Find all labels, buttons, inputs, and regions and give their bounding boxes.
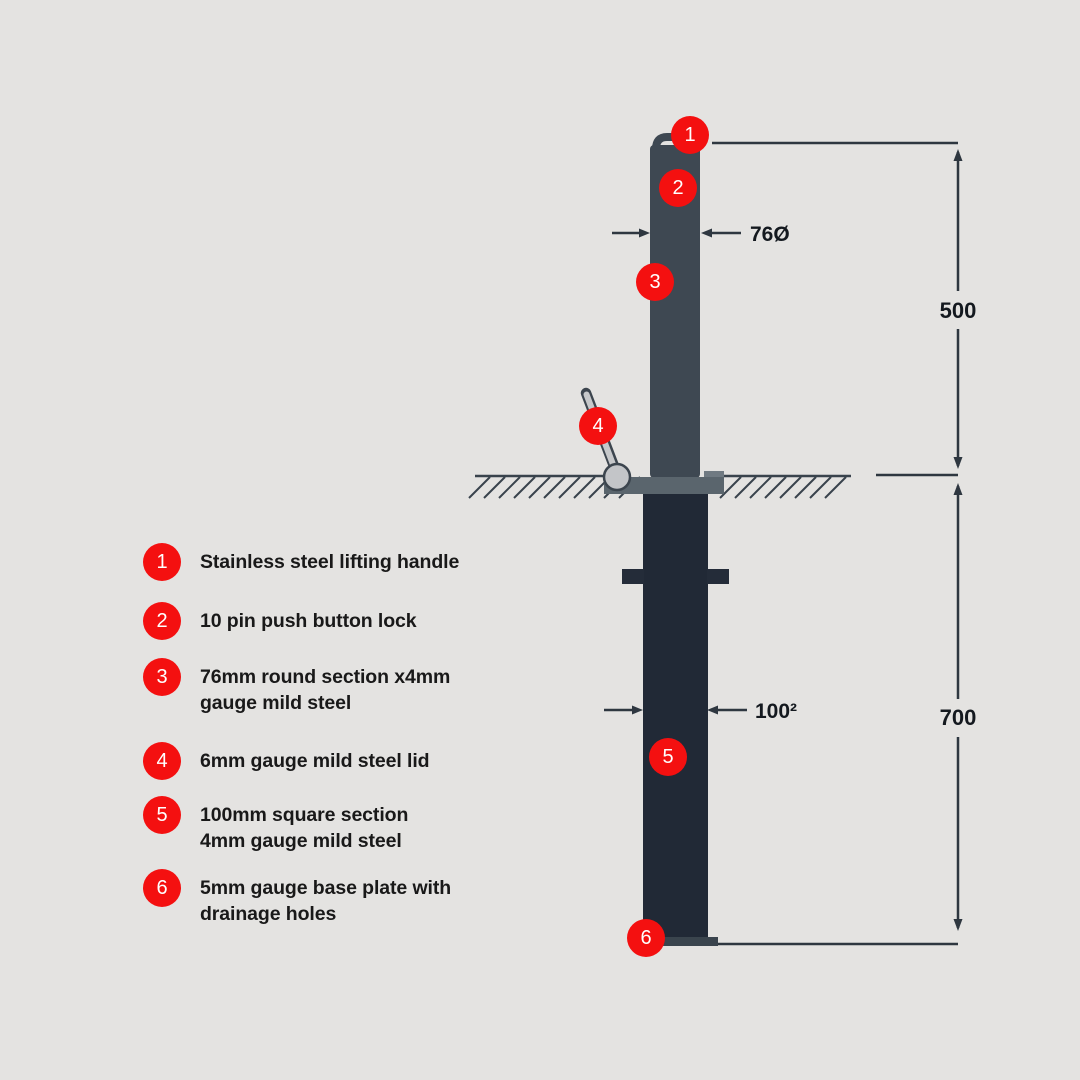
dim-700-label: 700 bbox=[940, 705, 977, 730]
side-lug-right bbox=[707, 569, 729, 584]
dim-500-arrowhead-up bbox=[953, 149, 963, 161]
legend-item-2: 2 10 pin push button lock bbox=[143, 602, 417, 640]
side-lug-left bbox=[622, 569, 644, 584]
legend-3-badge: 3 bbox=[143, 658, 181, 696]
legend-6-badge: 6 bbox=[143, 869, 181, 907]
legend-2-badge: 2 bbox=[143, 602, 181, 640]
dim-76-label: 76Ø bbox=[750, 223, 790, 246]
legend-item-6: 6 5mm gauge base plate with drainage hol… bbox=[143, 869, 451, 927]
callout-5-badge: 5 bbox=[649, 738, 687, 776]
callout-6-badge: 6 bbox=[627, 919, 665, 957]
dim-700-arrowhead-down bbox=[953, 919, 963, 931]
ground-hatch-right bbox=[719, 476, 847, 499]
lever-pivot bbox=[602, 462, 632, 492]
callout-3-badge: 3 bbox=[636, 263, 674, 301]
callout-2-badge: 2 bbox=[659, 169, 697, 207]
callout-1-badge: 1 bbox=[671, 116, 709, 154]
legend-item-5: 5 100mm square section 4mm gauge mild st… bbox=[143, 796, 408, 854]
bollard-upper-post bbox=[650, 145, 700, 478]
legend-3-label: 76mm round section x4mm gauge mild steel bbox=[200, 666, 451, 714]
dim-100-arrowhead-left bbox=[707, 705, 718, 715]
base-plate bbox=[630, 937, 718, 946]
dim-700-arrowhead-up bbox=[953, 483, 963, 495]
dim-500-label: 500 bbox=[940, 298, 977, 323]
legend-item-4: 4 6mm gauge mild steel lid bbox=[143, 742, 430, 780]
dim-100-label: 100² bbox=[755, 700, 797, 723]
lid-flange bbox=[604, 477, 724, 494]
legend-1-label: Stainless steel lifting handle bbox=[200, 551, 460, 573]
lid-step bbox=[704, 471, 724, 481]
dim-100-arrowhead-right bbox=[632, 705, 643, 715]
legend-item-3: 3 76mm round section x4mm gauge mild ste… bbox=[143, 658, 450, 716]
legend-5-badge: 5 bbox=[143, 796, 181, 834]
legend-4-badge: 4 bbox=[143, 742, 181, 780]
legend-item-1: 1 Stainless steel lifting handle bbox=[143, 543, 459, 581]
bollard-lower-post bbox=[643, 494, 708, 937]
dim-76-arrowhead-right bbox=[639, 228, 650, 238]
legend-5-label: 100mm square section 4mm gauge mild stee… bbox=[200, 804, 409, 852]
callout-4-badge: 4 bbox=[579, 407, 617, 445]
legend-4-label: 6mm gauge mild steel lid bbox=[200, 750, 430, 772]
lifting-handle bbox=[652, 133, 703, 158]
legend-6-label: 5mm gauge base plate with drainage holes bbox=[200, 877, 452, 925]
dim-500-arrowhead-down bbox=[953, 457, 963, 469]
legend-2-label: 10 pin push button lock bbox=[200, 610, 417, 632]
dim-76-arrowhead-left bbox=[701, 228, 712, 238]
legend-1-badge: 1 bbox=[143, 543, 181, 581]
